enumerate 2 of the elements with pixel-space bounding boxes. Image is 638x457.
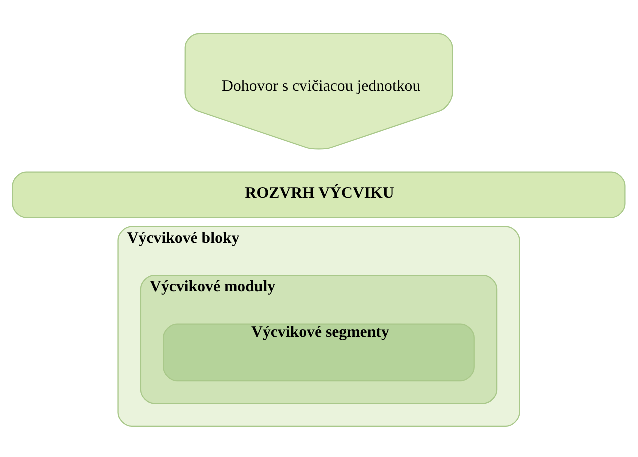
node-box: ROZVRH VÝCVIKU — [12, 172, 626, 218]
node-box: Výcvikové segmenty — [163, 324, 475, 382]
